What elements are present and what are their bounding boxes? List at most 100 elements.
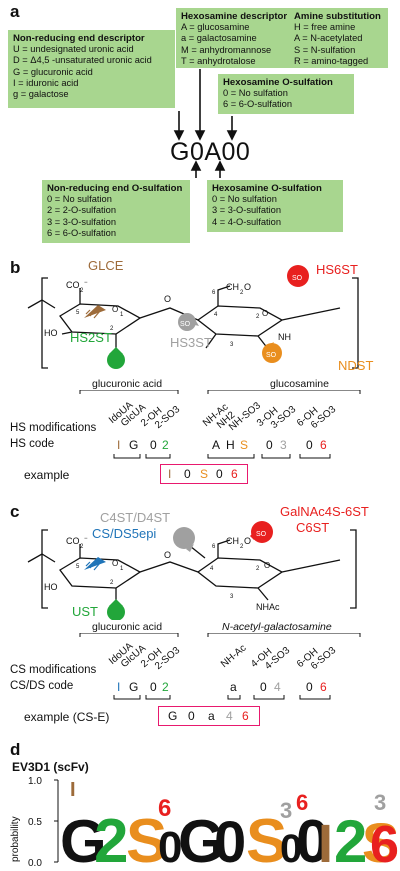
hs-example-S: S	[200, 467, 209, 481]
box-item: M = anhydromannose	[181, 44, 272, 55]
cs-code-I: I	[117, 680, 121, 694]
hs-code-2: 2	[162, 438, 169, 452]
svg-text:−: −	[84, 536, 88, 542]
hs-code-A: A	[212, 438, 221, 452]
hs-code-0: 0	[150, 438, 157, 452]
box-item: 4 = 4-O-sulfation	[212, 216, 281, 227]
svg-text:3: 3	[230, 342, 234, 348]
svg-text:CH: CH	[226, 282, 239, 292]
svg-text:SO: SO	[266, 352, 277, 359]
ytick-0-5: 0.5	[28, 817, 42, 828]
svg-text:2: 2	[240, 544, 244, 550]
box-item: 0 = No sulfation	[47, 194, 112, 205]
box-item: S = N-sulfation	[294, 44, 356, 55]
cs-code-G: G	[129, 680, 139, 694]
svg-text:SO: SO	[180, 321, 191, 328]
hs-example-I: I	[168, 467, 172, 481]
hs-code-H: H	[226, 438, 235, 452]
svg-text:0: 0	[214, 810, 246, 871]
cs-code-0c: 0	[306, 680, 313, 694]
box-item: a = galactosamine	[181, 33, 257, 44]
svg-text:I: I	[70, 779, 76, 801]
box-item: 3 = 3-O-sulfation	[212, 205, 281, 216]
svg-text:6: 6	[212, 290, 216, 296]
svg-text:CO: CO	[66, 536, 80, 546]
svg-text:5: 5	[76, 564, 80, 570]
hs6st-label: HS6ST	[316, 262, 358, 277]
panel-label-d: d	[10, 740, 21, 759]
svg-text:CH: CH	[226, 536, 239, 546]
hs-code-6: 6	[320, 438, 327, 452]
cs-ds-code-label: CS/DS code	[10, 680, 74, 692]
glce-label: GLCE	[88, 258, 124, 273]
hs-code-G: G	[129, 438, 139, 452]
svg-text:2: 2	[94, 807, 128, 871]
svg-text:O: O	[112, 305, 118, 314]
box-item: A = N-acetylated	[294, 33, 363, 44]
box-title: Hexosamine O-sulfation	[223, 77, 333, 88]
panel-a-arrows	[173, 69, 238, 178]
svg-text:6: 6	[296, 790, 308, 815]
cs-code-0: 0	[150, 680, 157, 694]
svg-text:2: 2	[110, 580, 114, 586]
box-item: 3 = 3-O-sulfation	[47, 216, 116, 227]
box-item: H = free amine	[294, 22, 356, 33]
svg-text:O: O	[244, 536, 251, 546]
cs-example-G: G	[168, 709, 178, 723]
logo-title: EV3D1 (scFv)	[12, 760, 89, 774]
cs-code-a: a	[230, 680, 237, 694]
svg-text:SO: SO	[256, 531, 267, 538]
hs2st-label: HS2ST	[70, 330, 112, 345]
svg-text:O: O	[262, 309, 268, 318]
box-item: 6 = 6-O-sulfation	[47, 227, 116, 238]
svg-text:S: S	[246, 807, 287, 871]
c6st-label: C6ST	[296, 520, 330, 535]
svg-text:O: O	[112, 559, 118, 568]
svg-text:0: 0	[296, 808, 329, 871]
cs-code-2: 2	[162, 680, 169, 694]
hs3st-label: HS3ST	[170, 335, 212, 350]
svg-text:2: 2	[256, 314, 260, 320]
svg-text:6: 6	[158, 795, 171, 822]
hs-code-0b: 0	[266, 438, 273, 452]
box-title: Hexosamine descriptor	[181, 11, 288, 22]
box-item: I = iduronic acid	[13, 77, 79, 88]
panel-label-a: a	[10, 2, 20, 21]
cs-example-box	[158, 706, 260, 726]
hexosamine-descriptor-box: Hexosamine descriptor A = glucosamine a …	[176, 8, 388, 68]
hs-code-3: 3	[280, 438, 287, 452]
galnac4s-6st-label: GalNAc4S-6ST	[280, 504, 369, 519]
svg-text:4: 4	[210, 566, 214, 572]
group-label-glucosamine: glucosamine	[270, 378, 329, 390]
svg-text:2: 2	[80, 544, 84, 550]
svg-text:3: 3	[280, 798, 292, 823]
cs-code-4: 4	[274, 680, 281, 694]
example-cs-e-label: example (CS-E)	[24, 710, 110, 724]
panel-label-b: b	[10, 258, 21, 277]
box-item: 0 = No sulfation	[212, 194, 277, 205]
box-item: 0 = No sulfation	[223, 88, 288, 99]
group-label-glucuronic-acid-cs: glucuronic acid	[92, 621, 163, 633]
cs-bracket-lines	[79, 633, 361, 700]
hs-code-I: I	[117, 438, 121, 452]
svg-text:2: 2	[256, 566, 260, 572]
hs-example-0b: 0	[216, 467, 223, 481]
box-item: T = anhydrotalose	[181, 55, 256, 66]
svg-text:O: O	[164, 294, 171, 304]
svg-text:HO: HO	[44, 328, 58, 338]
cs-ds5epi-label: CS/DS5epi	[92, 526, 157, 541]
box-item: g = galactose	[13, 89, 69, 100]
svg-text:3: 3	[374, 790, 386, 815]
svg-text:6: 6	[370, 816, 399, 871]
ust-label: UST	[72, 604, 98, 619]
box-title: Non-reducing end descriptor	[13, 33, 145, 44]
ytick-0-0: 0.0	[28, 858, 42, 869]
ndst-label: NDST	[338, 358, 374, 373]
hs-example-0: 0	[184, 467, 191, 481]
svg-text:0: 0	[158, 823, 182, 871]
svg-text:4: 4	[214, 312, 218, 318]
svg-text:NHAc: NHAc	[256, 602, 280, 612]
svg-text:I: I	[318, 814, 333, 871]
box-title: Hexosamine O-sulfation	[212, 183, 322, 194]
